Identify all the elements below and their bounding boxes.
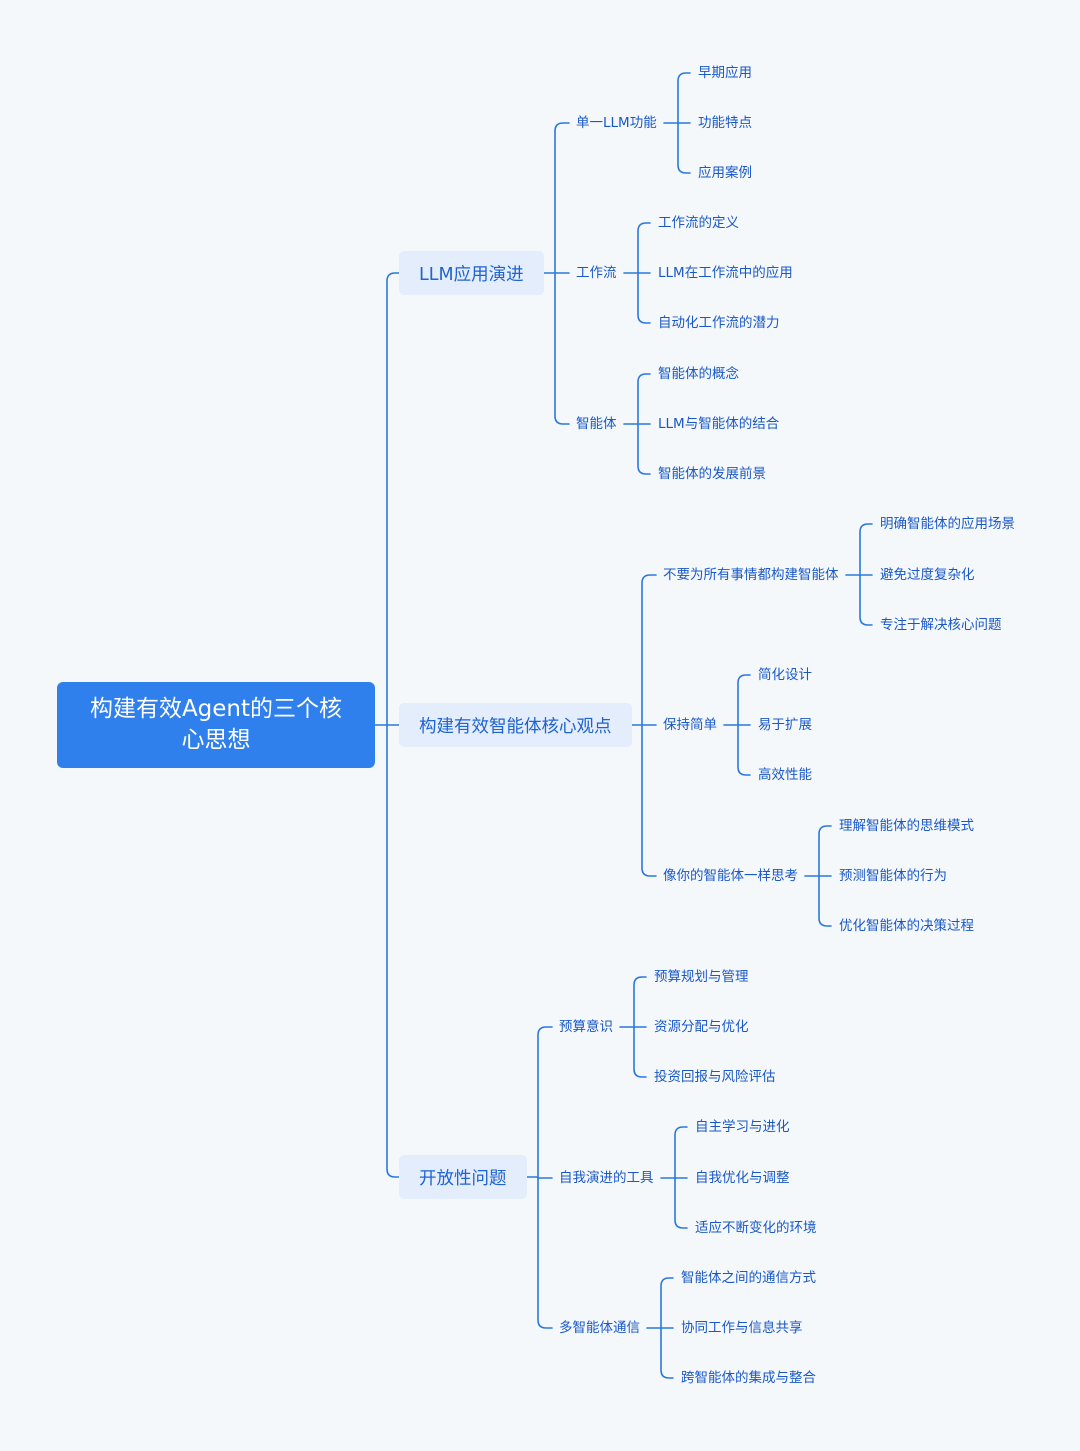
leaf-node[interactable]: 预算规划与管理 (654, 969, 749, 985)
leaf-node[interactable]: 工作流的定义 (658, 215, 739, 231)
leaf-node[interactable]: 简化设计 (758, 667, 812, 683)
leaf-node[interactable]: 易于扩展 (758, 717, 812, 733)
topic-node[interactable]: 不要为所有事情都构建智能体 (663, 567, 839, 583)
leaf-node[interactable]: 应用案例 (698, 165, 752, 181)
topic-node[interactable]: 像你的智能体一样思考 (663, 868, 798, 884)
leaf-node[interactable]: 自我优化与调整 (695, 1170, 790, 1186)
leaf-node[interactable]: 专注于解决核心问题 (880, 617, 1002, 633)
root-node-label: 构建有效Agent的三个核心思想 (89, 696, 343, 753)
root-node[interactable]: 构建有效Agent的三个核心思想 (57, 682, 375, 768)
topic-node[interactable]: 多智能体通信 (559, 1320, 640, 1336)
leaf-node[interactable]: 协同工作与信息共享 (681, 1320, 803, 1336)
branch-node-label: LLM应用演进 (419, 264, 524, 285)
leaf-node[interactable]: 优化智能体的决策过程 (839, 918, 974, 934)
leaf-node[interactable]: 智能体的发展前景 (658, 466, 766, 482)
branch-node-label: 开放性问题 (419, 1168, 507, 1189)
leaf-node[interactable]: 预测智能体的行为 (839, 868, 947, 884)
leaf-node[interactable]: 功能特点 (698, 115, 752, 131)
branch-node-core-views[interactable]: 构建有效智能体核心观点 (399, 703, 632, 747)
leaf-node[interactable]: 明确智能体的应用场景 (880, 516, 1015, 532)
leaf-node[interactable]: 智能体之间的通信方式 (681, 1270, 816, 1286)
leaf-node[interactable]: 智能体的概念 (658, 366, 739, 382)
topic-node[interactable]: 工作流 (576, 265, 617, 281)
leaf-node[interactable]: LLM在工作流中的应用 (658, 265, 793, 281)
topic-node[interactable]: 保持简单 (663, 717, 717, 733)
leaf-node[interactable]: 适应不断变化的环境 (695, 1220, 817, 1236)
leaf-node[interactable]: 自主学习与进化 (695, 1119, 790, 1135)
leaf-node[interactable]: 早期应用 (698, 65, 752, 81)
branch-node-llm-evolution[interactable]: LLM应用演进 (399, 251, 544, 295)
topic-node[interactable]: 智能体 (576, 416, 617, 432)
topic-node[interactable]: 自我演进的工具 (559, 1170, 654, 1186)
topic-node[interactable]: 预算意识 (559, 1019, 613, 1035)
leaf-node[interactable]: 自动化工作流的潜力 (658, 315, 780, 331)
branch-node-open-questions[interactable]: 开放性问题 (399, 1155, 527, 1199)
leaf-node[interactable]: LLM与智能体的结合 (658, 416, 780, 432)
branch-node-label: 构建有效智能体核心观点 (419, 716, 612, 737)
topic-node[interactable]: 单一LLM功能 (576, 115, 657, 131)
leaf-node[interactable]: 投资回报与风险评估 (654, 1069, 776, 1085)
leaf-node[interactable]: 高效性能 (758, 767, 812, 783)
leaf-node[interactable]: 避免过度复杂化 (880, 567, 975, 583)
leaf-node[interactable]: 理解智能体的思维模式 (839, 818, 974, 834)
leaf-node[interactable]: 跨智能体的集成与整合 (681, 1370, 816, 1386)
leaf-node[interactable]: 资源分配与优化 (654, 1019, 749, 1035)
